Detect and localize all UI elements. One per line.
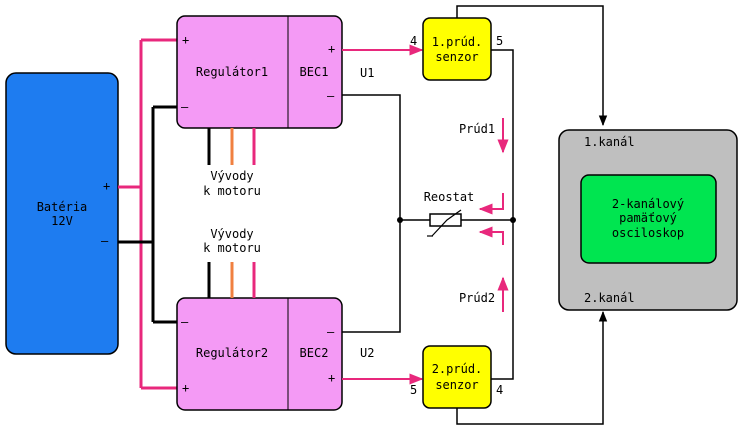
battery-label-line1: Batéria [37,200,88,214]
rheostat-node-left [397,217,403,223]
regulator2-in-plus: + [182,381,189,395]
battery-minus-label: – [101,234,109,248]
sensor1-pin-in: 4 [410,34,417,48]
u1-label: U1 [360,66,374,80]
battery-label-line2: 12V [51,214,73,228]
regulator1-box [176,15,343,129]
rheostat-symbol [427,209,462,237]
motor-leads-bottom [207,262,256,298]
positive-supply-wires [118,38,177,390]
oscilloscope-line3: osciloskop [612,226,684,240]
sensor1-pin-out: 5 [496,34,503,48]
sensor2-pin-in: 5 [410,383,417,397]
sensor1-line1: 1.prúd. [432,35,483,49]
regulator1-in-minus: – [181,100,189,114]
bec1-label: BEC1 [300,65,329,79]
oscilloscope-line1: 2-kanálový [612,197,684,211]
oscilloscope-channel2: 2.kanál [584,291,635,305]
sensor-return-wires [491,49,514,380]
battery-box [5,72,119,355]
regulator2-box [176,297,343,411]
sensor2-line2: senzor [435,378,478,392]
regulator2-in-minus: – [181,315,189,329]
current-direction-markers [478,193,504,245]
bec-minus-wires [342,94,513,333]
regulator1-out-plus: + [328,42,335,56]
battery-plus-label: + [103,179,110,193]
oscilloscope-screen [580,174,717,264]
sensor2-pin-out: 4 [496,383,503,397]
rheostat-label: Reostat [424,190,475,204]
bec2-label: BEC2 [300,346,329,360]
regulator2-out-minus: – [327,325,335,339]
u2-label: U2 [360,346,374,360]
oscilloscope-channel1: 1.kanál [584,135,635,149]
current2-label: Prúd2 [459,291,495,305]
motor-leads-top-line2: k motoru [203,184,261,198]
regulator2-label: Regulátor2 [196,346,268,360]
regulator1-label: Regulátor1 [196,65,268,79]
sensor1-signal-wire [456,5,608,127]
negative-supply-wires [118,105,177,324]
motor-leads-top [207,128,256,165]
sensor1-box [422,17,492,81]
regulator1-out-minus: – [327,89,335,103]
motor-leads-top-line1: Vývody [210,169,253,183]
sensor2-box [422,345,492,409]
regulator2-out-plus: + [328,371,335,385]
sensor2-line1: 2.prúd. [432,362,483,376]
sensor2-signal-wire [456,310,608,425]
motor-leads-bottom-line1: Vývody [210,227,253,241]
motor-leads-bottom-line2: k motoru [203,241,261,255]
oscilloscope-line2: pamäťový [619,211,677,225]
regulator1-in-plus: + [182,33,189,47]
current1-label: Prúd1 [459,122,495,136]
sensor1-line2: senzor [435,50,478,64]
